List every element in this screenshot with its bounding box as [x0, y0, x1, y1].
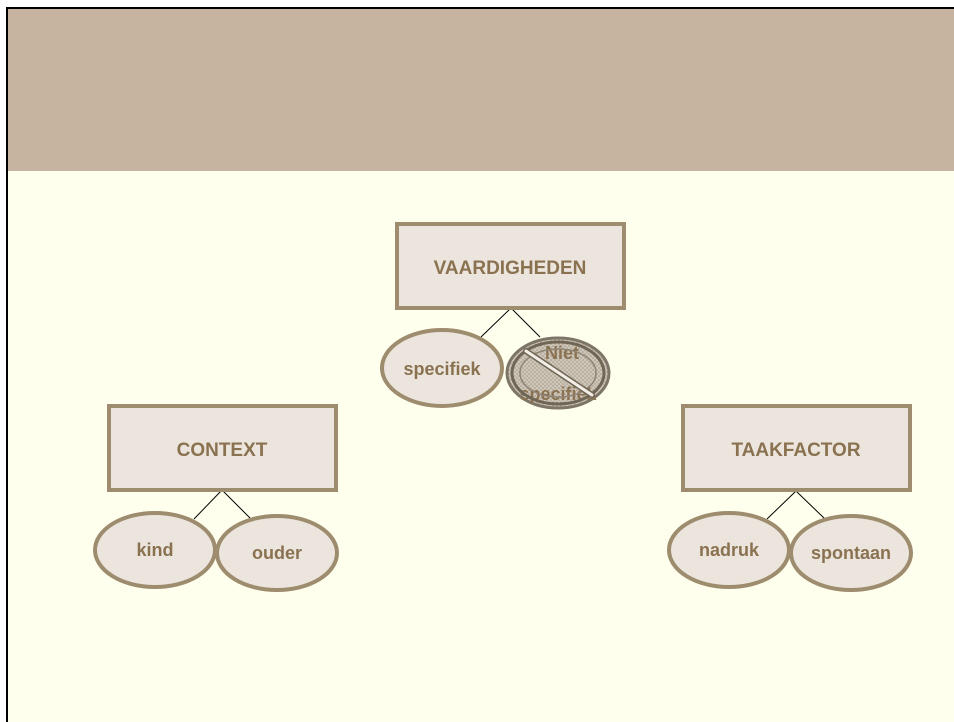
oval-ouder-label: ouder	[252, 543, 302, 563]
box-taakfactor-label: TAAKFACTOR	[731, 440, 860, 461]
oval-niet-specifiek-label-1: Niet	[545, 343, 579, 363]
connector-context-ouder	[221, 489, 252, 520]
diagram-canvas: VAARDIGHEDEN CONTEXT TAAKFACTOR specifie…	[93, 222, 913, 592]
box-taakfactor: TAAKFACTOR	[681, 404, 912, 492]
connector-vaardigheden-niet-specifiek	[510, 307, 541, 338]
oval-kind-label: kind	[136, 540, 173, 560]
connector-vaardigheden-specifiek	[480, 307, 512, 338]
oval-kind: kind	[93, 511, 217, 589]
no-sign-icon	[510, 340, 606, 406]
box-vaardigheden-label: VAARDIGHEDEN	[434, 258, 587, 279]
oval-nadruk-label: nadruk	[699, 540, 760, 560]
oval-spontaan: spontaan	[789, 514, 913, 592]
oval-specifiek: specifiek	[380, 328, 504, 408]
oval-specifiek-label: specifiek	[403, 359, 481, 379]
box-context-label: CONTEXT	[177, 440, 268, 461]
header-band	[8, 9, 954, 171]
box-vaardigheden: VAARDIGHEDEN	[395, 222, 626, 310]
connector-taakfactor-nadruk	[766, 490, 797, 520]
connectors	[193, 307, 826, 520]
oval-niet-specifiek: Niet specifiek	[505, 336, 611, 410]
connector-taakfactor-spontaan	[795, 490, 826, 520]
oval-spontaan-label: spontaan	[811, 543, 891, 563]
oval-nadruk: nadruk	[667, 511, 791, 589]
box-context: CONTEXT	[107, 404, 338, 492]
slide: VAARDIGHEDEN CONTEXT TAAKFACTOR specifie…	[6, 7, 954, 722]
connector-context-kind	[193, 489, 223, 520]
oval-ouder: ouder	[215, 514, 339, 592]
